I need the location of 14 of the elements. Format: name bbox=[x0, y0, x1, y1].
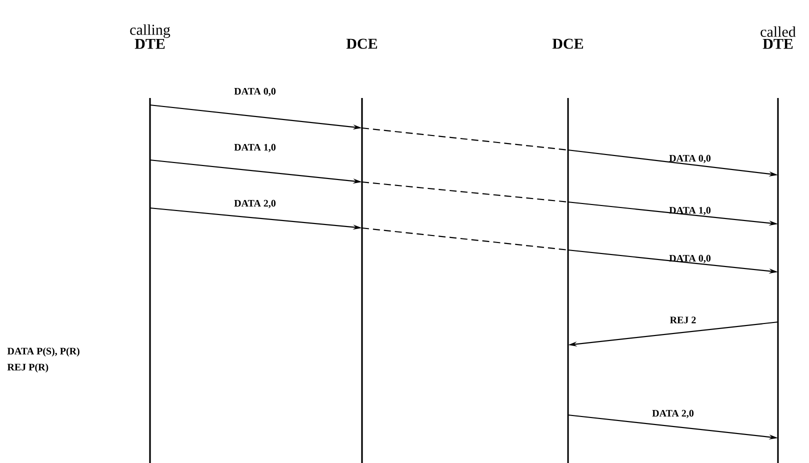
participant-label: calling DTE bbox=[130, 24, 170, 49]
note-text: REJ P(R) bbox=[7, 363, 48, 373]
participant-label: called DTE bbox=[760, 26, 796, 49]
edge-label: DATA 0,0 bbox=[669, 154, 711, 164]
edge-label: DATA 1,0 bbox=[669, 206, 711, 216]
edge-label: DATA 2,0 bbox=[234, 200, 276, 208]
edge-label: DATA 0,0 bbox=[669, 254, 711, 264]
edge-label: DATA 2,0 bbox=[652, 410, 694, 418]
edge-label: DATA 1,0 bbox=[234, 144, 276, 152]
participant-label: DCE bbox=[346, 38, 378, 49]
edge-label: REJ 2 bbox=[670, 316, 696, 324]
note-text: DATA P(S), P(R) bbox=[7, 347, 80, 357]
edge-label: DATA 0,0 bbox=[234, 88, 276, 96]
participant-label: DCE bbox=[552, 38, 584, 49]
